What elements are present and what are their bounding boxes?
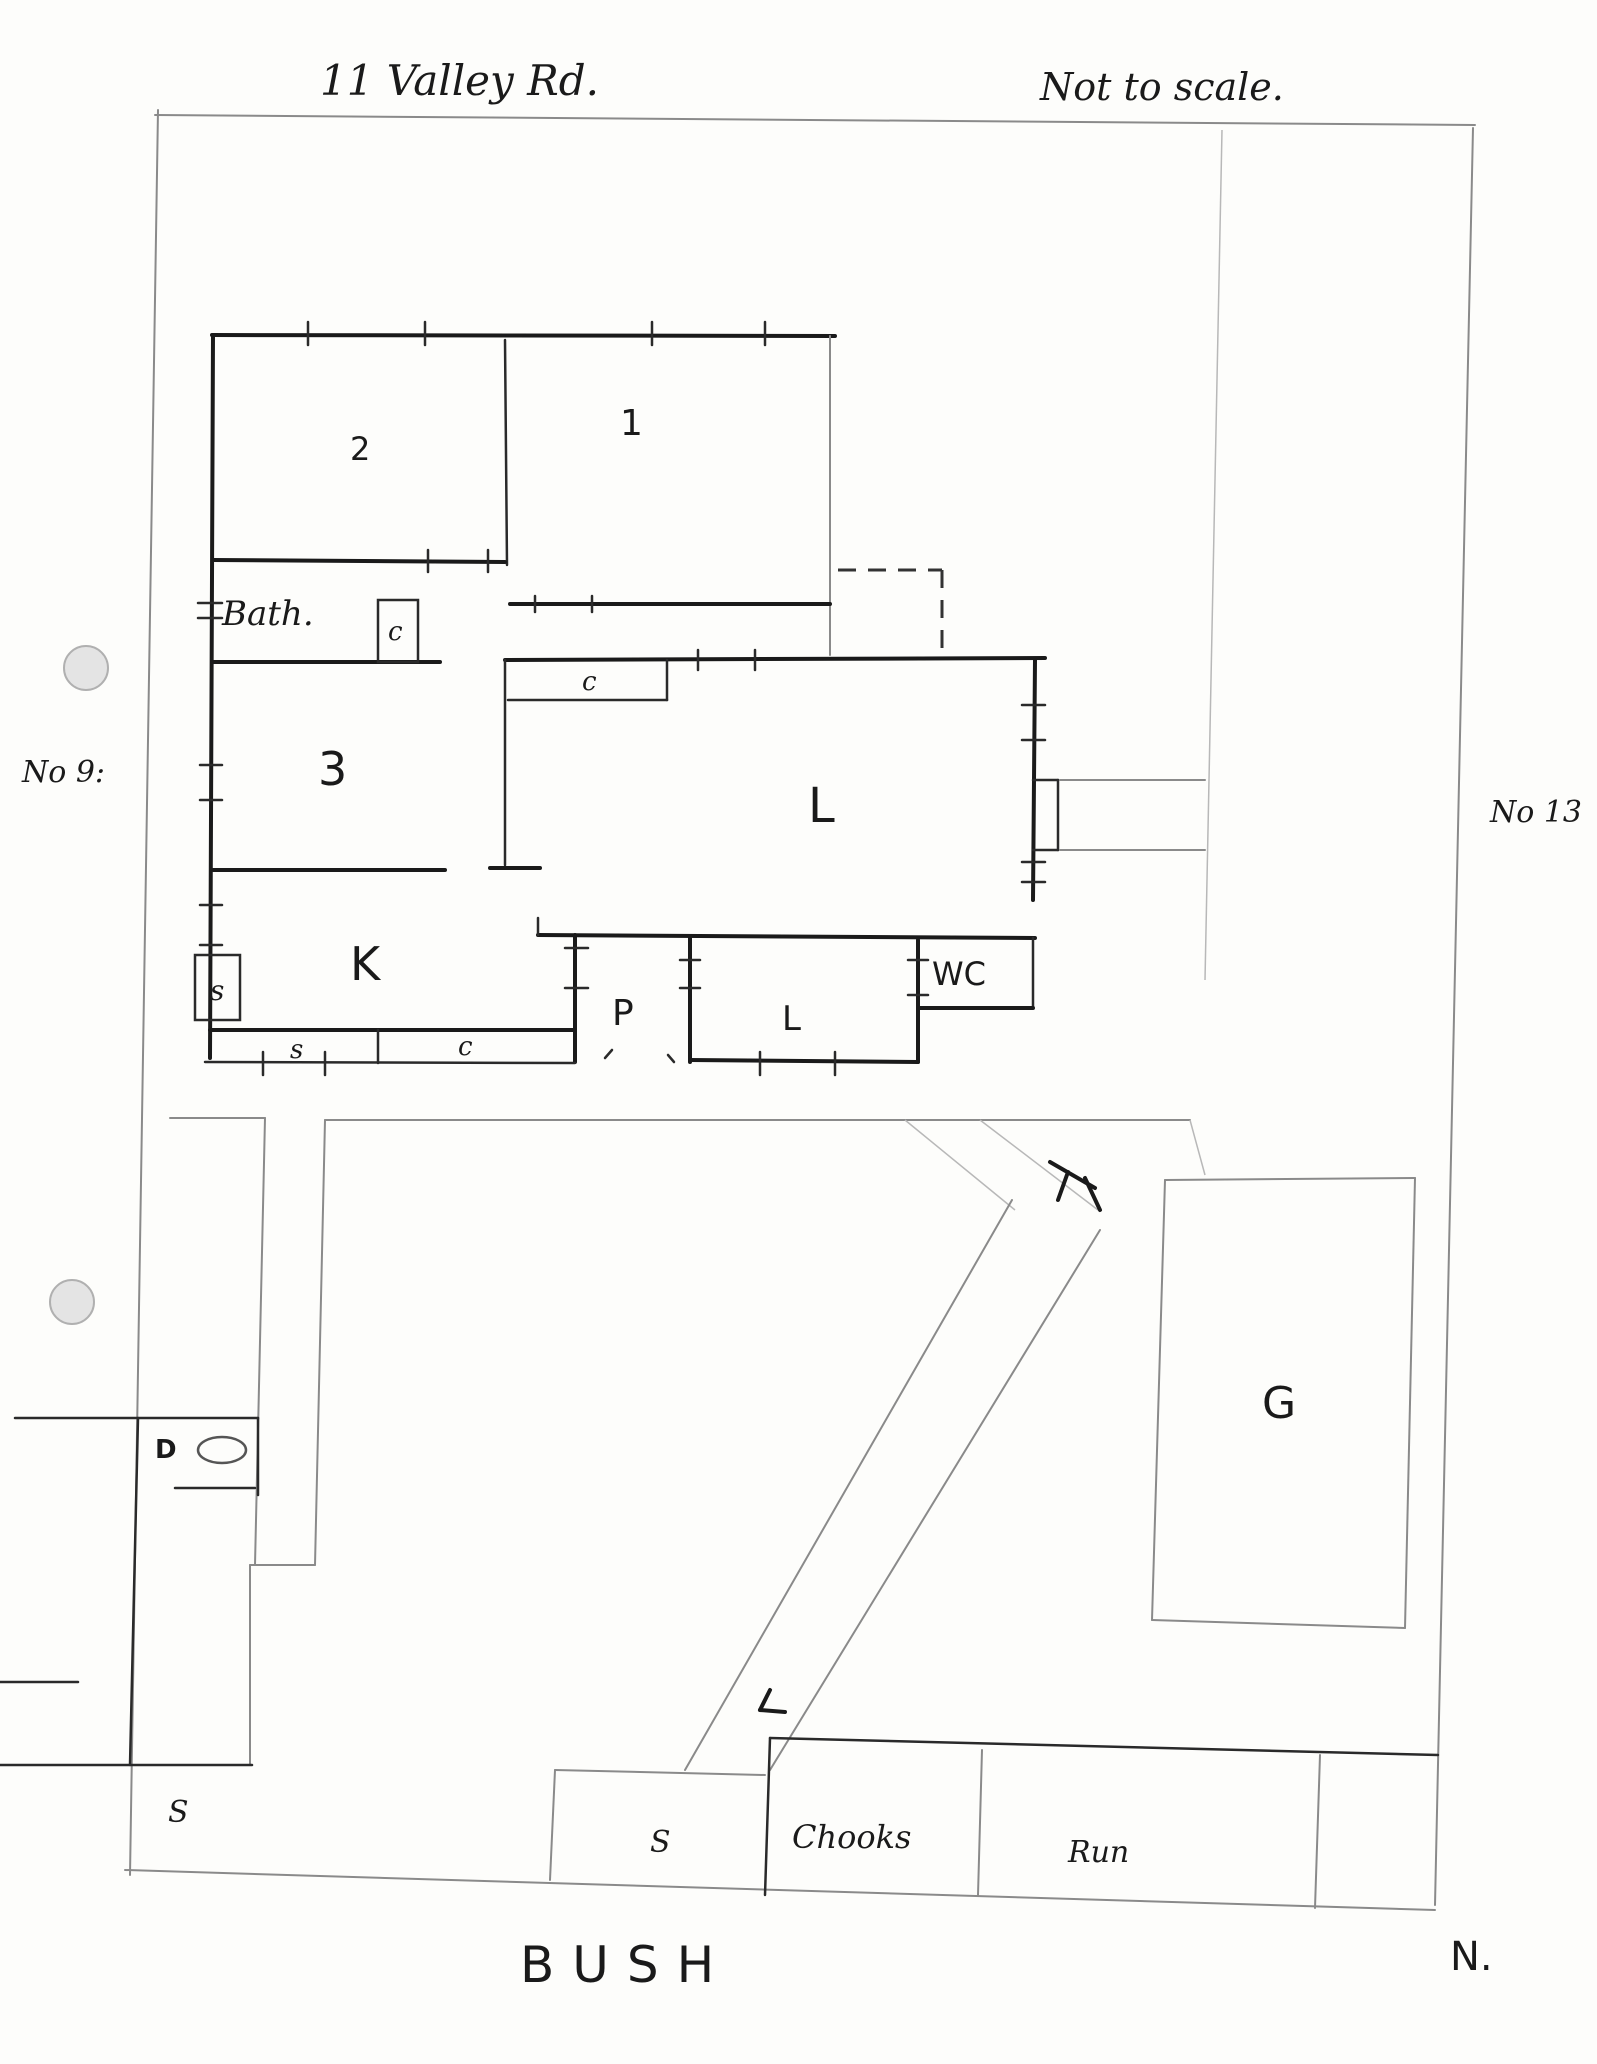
room-label-living: L [808, 778, 835, 834]
room-label-bench-s: s [290, 1035, 303, 1065]
chooks-label: Chooks [792, 1818, 911, 1856]
garage-outline [1151, 1177, 1416, 1629]
drain-label: D [155, 1435, 177, 1465]
gate-marks [758, 1160, 1102, 1714]
shed-left-label: S [168, 1795, 189, 1830]
punch-hole-top [63, 645, 109, 691]
room-label-bedroom-3: 3 [318, 742, 347, 796]
room-label-bench-c: c [458, 1032, 473, 1062]
address-label: 11 Valley Rd. [320, 56, 599, 105]
yard-labels: G D S S Chooks Run [155, 1378, 1296, 1870]
scale-note: Not to scale. [1039, 65, 1284, 109]
back-sheds [549, 1736, 1440, 1909]
room-label-hall-cupboard: c [582, 667, 597, 697]
neighbour-left-label: No 9: [21, 755, 105, 790]
room-labels: 2 1 Bath. c c 3 L K s s c P L WC [210, 403, 986, 1065]
yard-paths [169, 779, 1206, 1771]
room-label-laundry: L [782, 999, 801, 1039]
punch-hole-bottom [49, 1279, 95, 1325]
dashed-outline [838, 568, 944, 658]
window-ticks [196, 320, 1047, 1077]
left-side-structures [0, 1416, 260, 1767]
run-label: Run [1067, 1835, 1129, 1870]
neighbour-labels: No 9: No 13 [21, 755, 1582, 830]
room-label-wc: WC [932, 955, 986, 993]
room-label-sink: s [210, 974, 224, 1007]
room-label-bedroom-2: 2 [350, 430, 370, 468]
bush-label: BUSH [520, 1936, 732, 1994]
footer-labels: BUSH N. [520, 1934, 1493, 1994]
shed-mid-label: S [650, 1825, 671, 1860]
room-label-pantry: P [612, 993, 634, 1034]
room-label-bath: Bath. [221, 594, 314, 634]
header-labels: 11 Valley Rd. Not to scale. [320, 56, 1284, 109]
room-label-kitchen: K [350, 937, 382, 991]
garage-label: G [1262, 1378, 1296, 1429]
room-label-bath-cupboard: c [388, 617, 403, 647]
neighbour-right-label: No 13 [1489, 795, 1582, 830]
room-label-bedroom-1: 1 [620, 403, 643, 444]
north-label: N. [1450, 1934, 1493, 1980]
house-walls [193, 333, 1060, 1065]
